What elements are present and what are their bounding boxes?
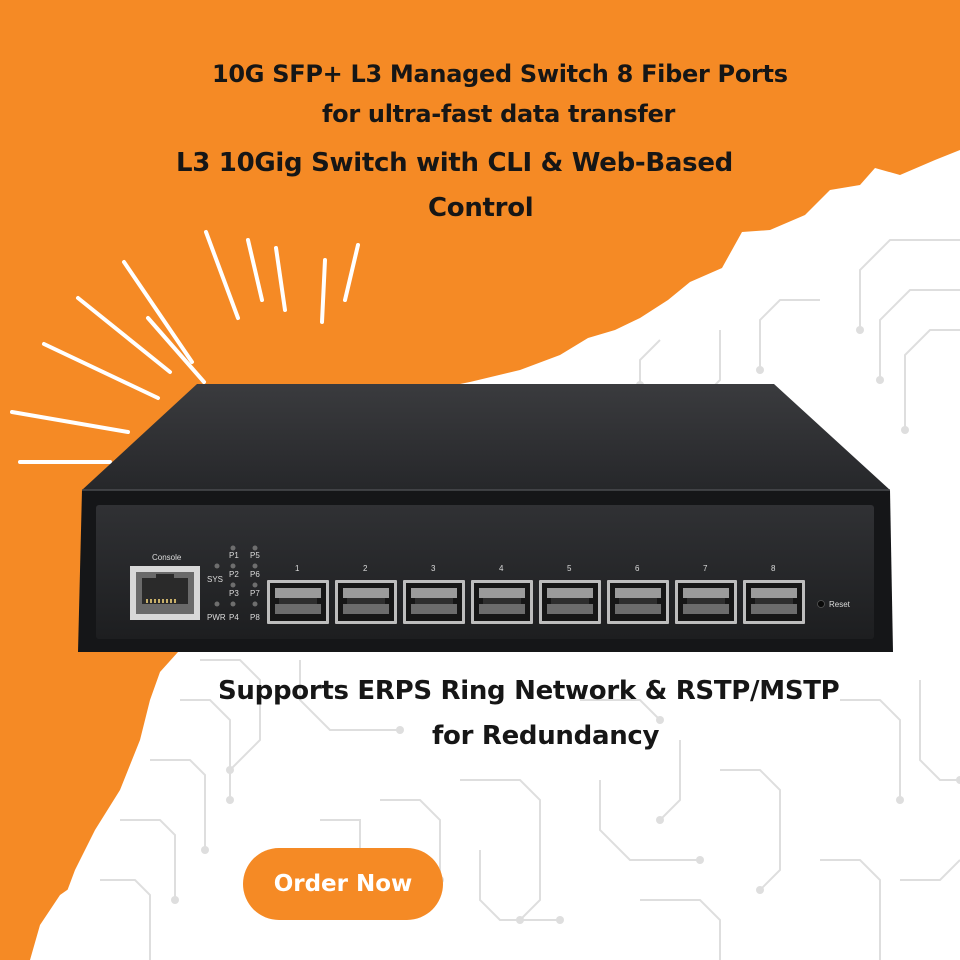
led-label-p3: P3 <box>229 589 239 598</box>
port-number-1: 1 <box>295 564 300 573</box>
port-number-3: 3 <box>431 564 436 573</box>
headline-line-4: Control <box>428 193 534 223</box>
sfp-port-4[interactable] <box>471 580 533 624</box>
port-number-6: 6 <box>635 564 640 573</box>
led-label-p5: P5 <box>250 551 260 560</box>
led-label-p2: P2 <box>229 570 239 579</box>
sunburst-rays <box>10 230 360 464</box>
sfp-port-5[interactable] <box>539 580 601 624</box>
led-label-pwr: PWR <box>207 613 226 622</box>
console-label: Console <box>152 553 182 562</box>
headline-line-3: L3 10Gig Switch with CLI & Web-Based <box>176 148 733 178</box>
reset-button[interactable] <box>817 600 825 608</box>
sfp-port-3[interactable] <box>403 580 465 624</box>
led-label-p7: P7 <box>250 589 260 598</box>
switch-top-panel <box>82 384 890 490</box>
headline-line-1: 10G SFP+ L3 Managed Switch 8 Fiber Ports <box>212 60 788 88</box>
reset-label: Reset <box>829 600 851 609</box>
led-label-p8: P8 <box>250 613 260 622</box>
sfp-port-7[interactable] <box>675 580 737 624</box>
sfp-port-6[interactable] <box>607 580 669 624</box>
headline-line-6: for Redundancy <box>432 721 660 751</box>
led-label-p4: P4 <box>229 613 239 622</box>
sfp-port-1[interactable] <box>267 580 329 624</box>
circuit-traces <box>100 239 960 960</box>
sfp-port-8[interactable] <box>743 580 805 624</box>
port-number-8: 8 <box>771 564 776 573</box>
port-number-4: 4 <box>499 564 504 573</box>
port-number-7: 7 <box>703 564 708 573</box>
headline-line-2: for ultra-fast data transfer <box>322 100 676 128</box>
port-number-2: 2 <box>363 564 368 573</box>
led-label-p1: P1 <box>229 551 239 560</box>
port-number-5: 5 <box>567 564 572 573</box>
led-label-p6: P6 <box>250 570 260 579</box>
order-now-button[interactable]: Order Now <box>243 848 443 920</box>
sfp-port-2[interactable] <box>335 580 397 624</box>
led-label-sys: SYS <box>207 575 223 584</box>
headline-line-5: Supports ERPS Ring Network & RSTP/MSTP <box>218 676 840 706</box>
